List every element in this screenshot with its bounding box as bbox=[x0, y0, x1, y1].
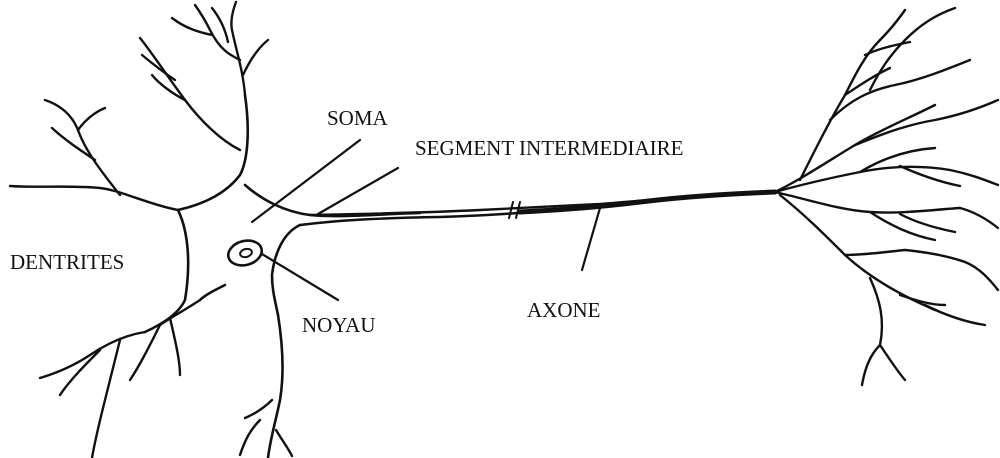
dendrites-label: DENTRITES bbox=[10, 252, 124, 273]
soma-leader-line bbox=[252, 140, 360, 222]
leader-lines bbox=[252, 140, 600, 300]
segment-leader-line bbox=[318, 168, 398, 214]
segment-intermediaire-label: SEGMENT INTERMEDIAIRE bbox=[415, 138, 684, 159]
dendrites-bottom bbox=[240, 400, 292, 456]
axon-terminals bbox=[775, 8, 998, 385]
nucleus bbox=[225, 237, 264, 269]
axon bbox=[300, 192, 775, 225]
soma-label: SOMA bbox=[327, 108, 388, 129]
dendrites-left bbox=[10, 100, 200, 458]
axone-leader-line bbox=[582, 208, 600, 270]
soma-outline bbox=[145, 95, 420, 458]
axone-label: AXONE bbox=[527, 300, 601, 321]
noyau-label: NOYAU bbox=[302, 315, 376, 336]
